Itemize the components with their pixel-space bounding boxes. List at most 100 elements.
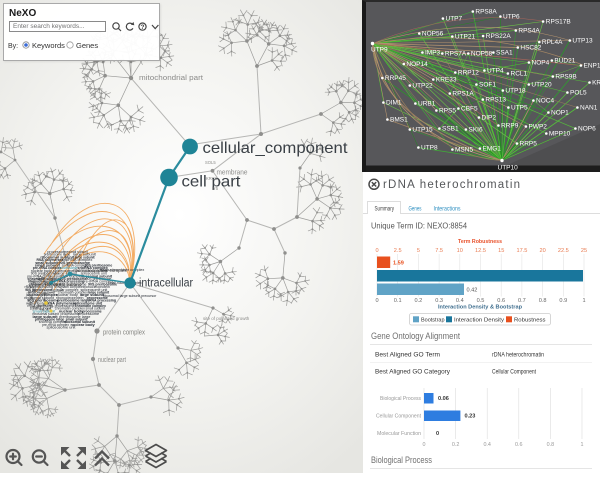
svg-text:Interaction Density & Bootstra: Interaction Density & Bootstrap [438,305,523,311]
svg-text:Cellular Component: Cellular Component [376,414,421,420]
svg-text:BMS1: BMS1 [390,117,408,124]
svg-text:CBF5: CBF5 [461,106,478,113]
svg-text:MPP10: MPP10 [549,131,571,138]
svg-text:UTP21: UTP21 [455,34,476,41]
svg-text:IMP3: IMP3 [425,50,441,57]
svg-text:0.4: 0.4 [483,442,491,448]
svg-text:RPS9B: RPS9B [555,74,576,81]
svg-text:RRP9: RRP9 [501,123,519,130]
svg-text:0.6: 0.6 [515,442,523,448]
svg-text:URB1: URB1 [418,101,436,108]
svg-text:rDNA heterochromatin: rDNA heterochromatin [492,353,544,359]
svg-text:NOP6: NOP6 [578,126,596,133]
svg-text:rDNA heterochromatin: rDNA heterochromatin [383,179,520,191]
svg-text:Term Robustness: Term Robustness [458,239,502,245]
svg-text:NAN1: NAN1 [580,105,598,112]
svg-text:RPL4A: RPL4A [542,39,563,46]
svg-text:0.42: 0.42 [467,288,478,294]
svg-text:Biological Process: Biological Process [380,396,421,402]
svg-text:0.4: 0.4 [456,298,464,304]
svg-text:NOP4: NOP4 [532,60,550,67]
svg-text:KRE: KRE [592,80,600,87]
svg-text:UTP9: UTP9 [371,47,388,54]
svg-text:protein complex: protein complex [103,328,145,337]
svg-text:UTP20: UTP20 [531,82,552,89]
svg-text:RRP45: RRP45 [385,75,406,82]
svg-text:2.5: 2.5 [394,248,402,254]
svg-text:0.2: 0.2 [415,298,423,304]
svg-text:NOP1: NOP1 [551,110,569,117]
svg-text:Best Aligned GO Term: Best Aligned GO Term [375,353,440,359]
svg-text:1: 1 [582,298,585,304]
svg-text:RPS8A: RPS8A [475,9,497,16]
svg-text:PWP2: PWP2 [529,124,548,131]
svg-text:ENP1: ENP1 [584,63,600,70]
svg-text:0.5: 0.5 [477,298,485,304]
svg-text:Interactions: Interactions [434,205,461,212]
svg-text:0.6: 0.6 [497,298,505,304]
svg-text:5: 5 [417,248,420,254]
svg-text:UTP6: UTP6 [503,14,520,21]
svg-text:SKI6: SKI6 [469,127,483,134]
svg-text:SSB1: SSB1 [442,126,459,133]
svg-text:12.5: 12.5 [475,248,486,254]
svg-text:RRP12: RRP12 [458,70,479,77]
svg-text:22.5: 22.5 [558,248,569,254]
svg-text:UTP8: UTP8 [421,145,438,152]
svg-text:RPS22A: RPS22A [486,33,512,40]
svg-text:NOC4: NOC4 [536,98,554,105]
svg-text:POL5: POL5 [570,90,587,97]
svg-text:MSN5: MSN5 [455,147,473,154]
svg-text:UTP10: UTP10 [498,165,519,172]
svg-text:Genes: Genes [409,205,422,212]
svg-text:UTP13: UTP13 [572,38,593,45]
svg-text:Keywords: Keywords [32,41,65,50]
svg-text:UTP18: UTP18 [505,88,526,95]
svg-text:UTP7: UTP7 [446,16,463,23]
svg-text:0: 0 [423,442,426,448]
svg-text:0: 0 [375,248,378,254]
svg-text:DIP2: DIP2 [482,115,497,122]
svg-text:mitochondrial part: mitochondrial part [139,75,203,82]
svg-text:nuclear part: nuclear part [98,357,126,364]
svg-text:0.8: 0.8 [547,442,555,448]
svg-text:EMG1: EMG1 [483,146,502,153]
svg-text:KRC2: KRC2 [206,176,218,181]
svg-text:UTP4: UTP4 [487,68,504,75]
svg-text:site of polarized growth: site of polarized growth [203,316,250,321]
svg-text:UTP5: UTP5 [511,105,528,112]
svg-text:intracellular: intracellular [139,278,193,290]
svg-text:DIM1: DIM1 [386,100,402,107]
svg-text:0.1: 0.1 [394,298,402,304]
svg-text:ribosomal large subunit precur: ribosomal large subunit precursor [103,294,157,298]
svg-text:membrane: membrane [217,170,248,177]
svg-text:NOP56: NOP56 [422,31,444,38]
svg-text:0.8: 0.8 [539,298,547,304]
svg-text:10: 10 [457,248,463,254]
svg-text:Genes: Genes [76,41,98,50]
svg-text:Biological Process: Biological Process [371,455,432,466]
svg-text:br5: br5 [212,186,219,191]
svg-text:15: 15 [498,248,504,254]
svg-text:Gene Ontology Alignment: Gene Ontology Alignment [371,331,460,342]
svg-text:0.3: 0.3 [435,298,443,304]
svg-text:RPS5: RPS5 [439,108,456,115]
svg-text:0.9: 0.9 [559,298,567,304]
svg-text:0.23: 0.23 [465,414,476,420]
svg-text:ribosomal subunit: ribosomal subunit [45,282,82,287]
svg-text:ribonucleoprotein complex: ribonucleoprotein complex [73,268,127,273]
svg-text:cellular_component: cellular_component [203,140,349,157]
svg-text:Best Aligned GO Category: Best Aligned GO Category [375,370,450,376]
svg-text:KRE33: KRE33 [436,77,457,84]
svg-text:25: 25 [581,248,587,254]
svg-text:By:: By: [8,43,18,50]
svg-text:0.2: 0.2 [452,442,460,448]
svg-text:0.06: 0.06 [438,396,449,402]
svg-text:RRP5: RRP5 [520,141,538,148]
svg-text:0: 0 [375,298,378,304]
svg-text:UTP15: UTP15 [412,127,433,134]
svg-text:Robustness: Robustness [514,318,546,324]
svg-text:RPS7A: RPS7A [445,51,467,58]
svg-text:20: 20 [539,248,545,254]
svg-text:SOF1: SOF1 [479,82,496,89]
